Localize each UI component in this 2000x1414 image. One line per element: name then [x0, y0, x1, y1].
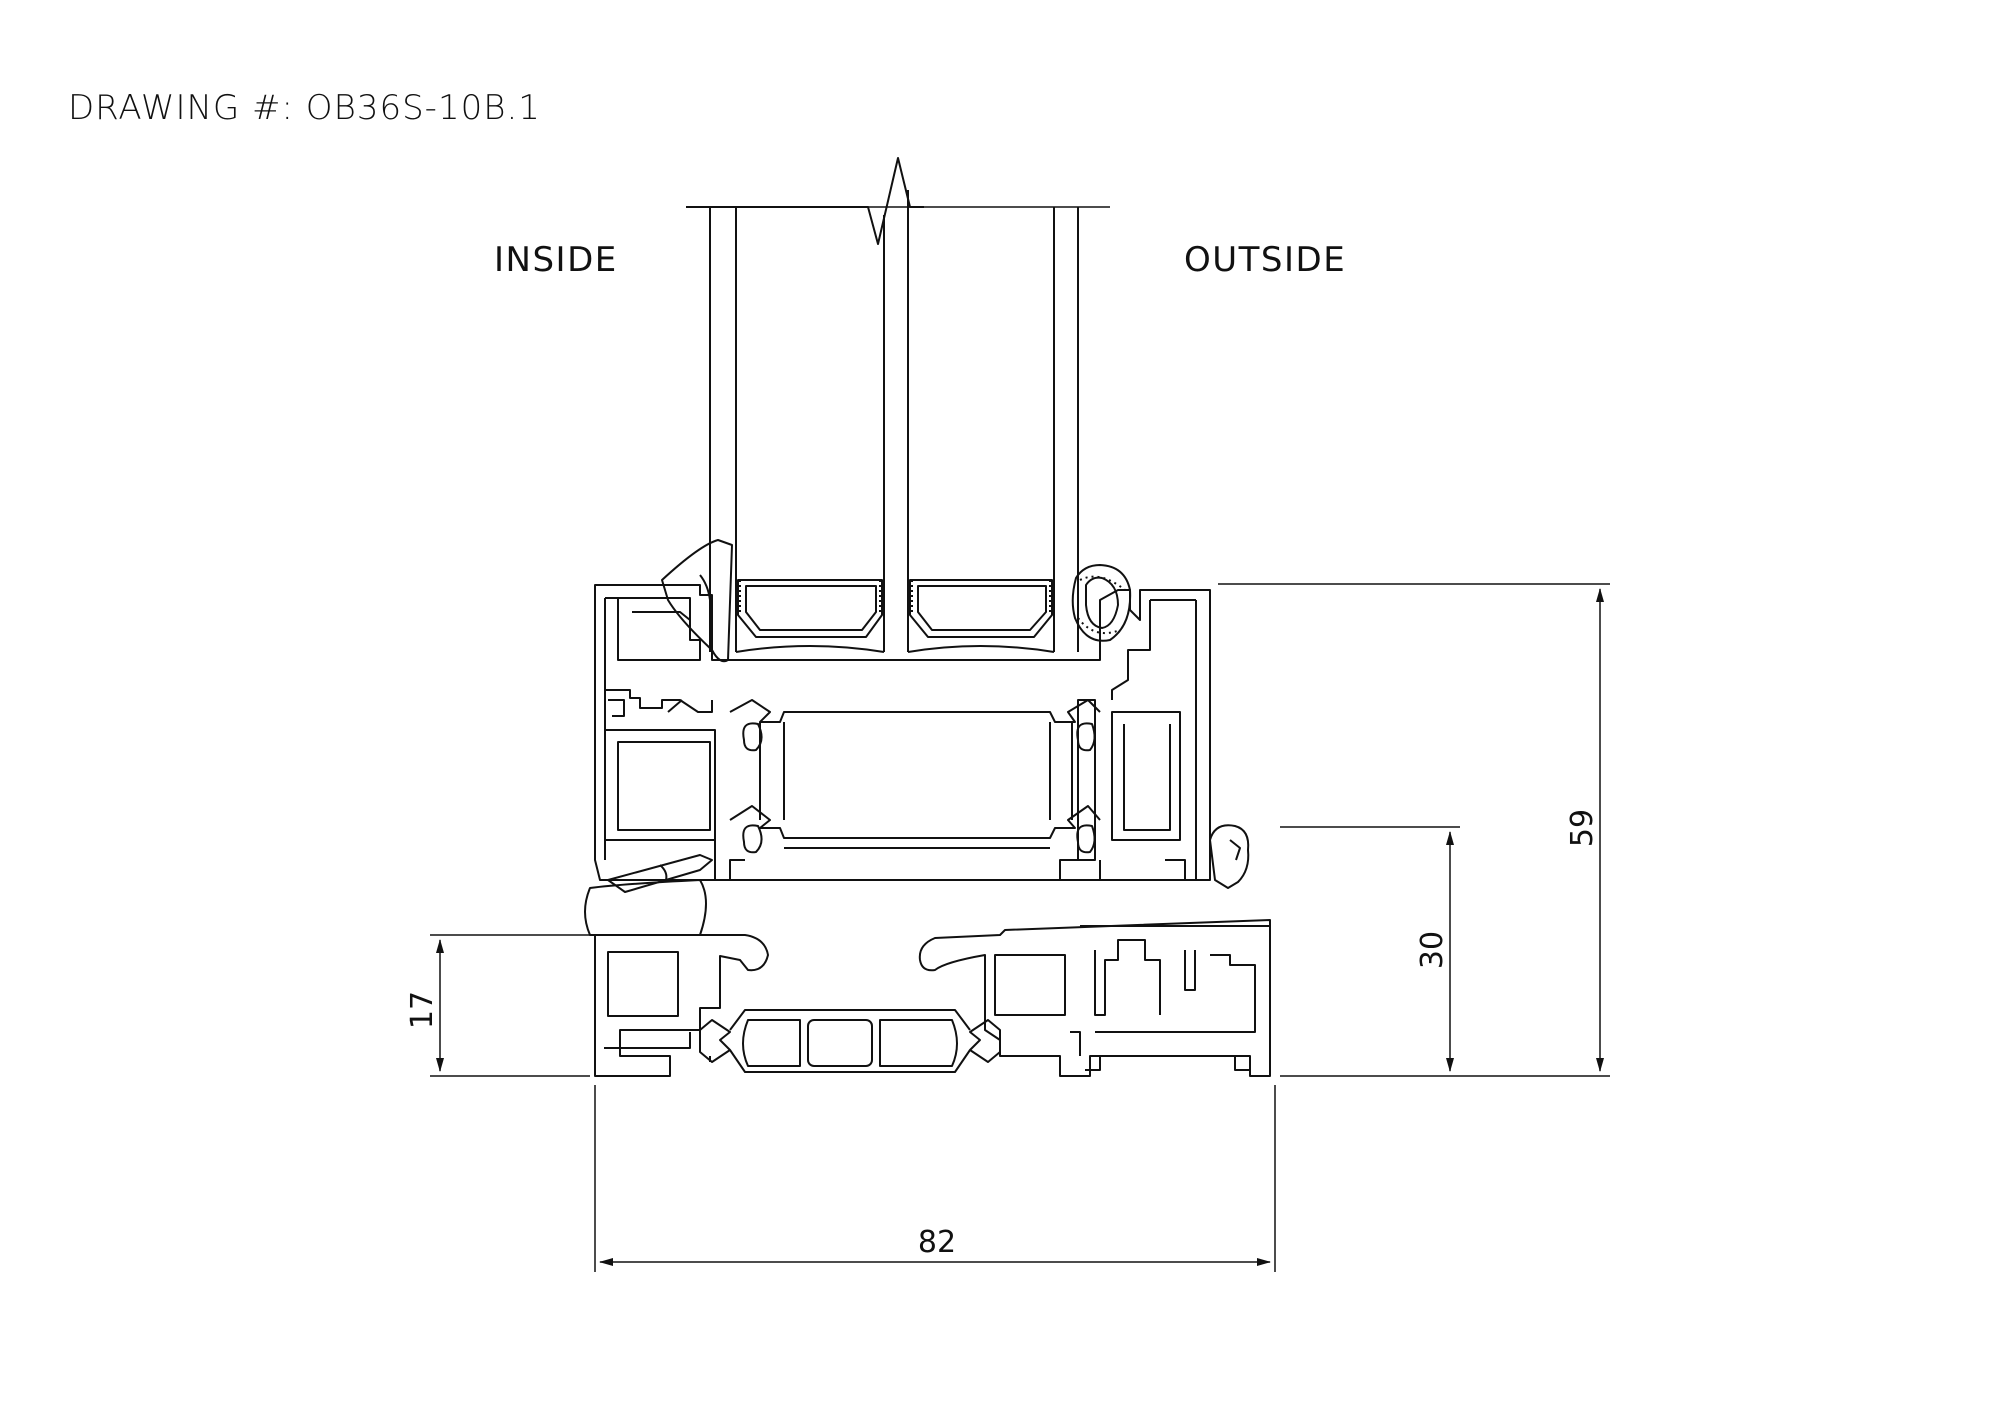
outside-label: OUTSIDE: [1184, 240, 1347, 280]
dimension-frame-height-label: 17: [405, 991, 440, 1029]
dimension-total-height-label: 59: [1565, 809, 1600, 847]
sash-profile: [584, 539, 1250, 936]
dimension-sash-height-label: 30: [1415, 931, 1450, 969]
drawing-title: DRAWING #: OB36S-10B.1: [68, 88, 541, 128]
frame-profile: [594, 919, 1271, 1077]
dimension-width-label: 82: [918, 1225, 956, 1260]
glazing-unit: [686, 157, 1110, 653]
inside-label: INSIDE: [494, 240, 618, 280]
dimension-lines: [430, 583, 1610, 1272]
